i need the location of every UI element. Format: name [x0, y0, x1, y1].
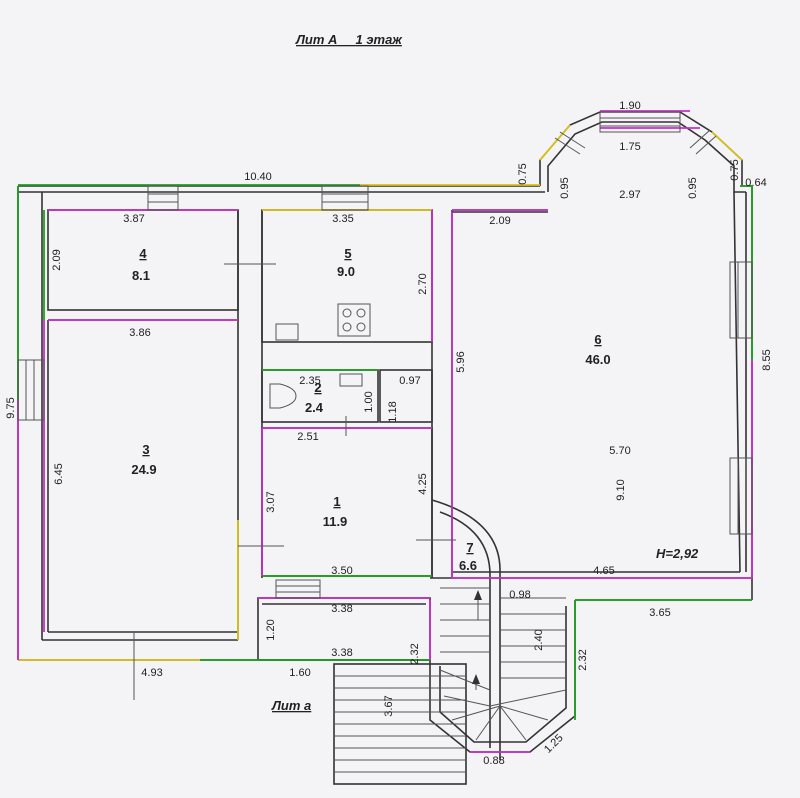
room-6-number: 6 — [594, 332, 601, 347]
dim-label: 1.60 — [289, 667, 310, 679]
dim-label: 3.38 — [331, 603, 352, 615]
dim-label: 2.09 — [489, 215, 510, 227]
dim-label: 0.75 — [729, 159, 741, 180]
stove-icon — [337, 303, 371, 337]
room-7-area: 6.6 — [459, 558, 477, 573]
dim-label: 0.95 — [687, 177, 699, 198]
dim-label: 3.87 — [123, 213, 144, 225]
dim-label: 3.35 — [332, 213, 353, 225]
dim-label: 3.86 — [129, 327, 150, 339]
dim-label: 3.65 — [649, 607, 670, 619]
dim-label: 5.70 — [609, 445, 630, 457]
room-4-number: 4 — [139, 246, 147, 261]
dim-label: 4.65 — [593, 565, 614, 577]
dim-label: 1.18 — [387, 401, 399, 422]
dim-label: 6.45 — [53, 463, 65, 484]
dim-label: 8.55 — [761, 349, 773, 370]
sink-icon — [339, 373, 363, 387]
dim-label: 1.75 — [619, 141, 640, 153]
dim-label: 1.90 — [619, 100, 640, 112]
room-2-area: 2.4 — [305, 400, 324, 415]
dim-label: 2.35 — [299, 375, 320, 387]
kitchen-sink-icon — [275, 323, 299, 341]
dim-label: 2.32 — [409, 643, 421, 664]
dim-label: 0.98 — [509, 589, 530, 601]
ceiling-height-label: H=2,92 — [656, 546, 699, 561]
construction-lines — [17, 110, 753, 753]
room-3-number: 3 — [142, 442, 149, 457]
dim-label: 2.32 — [577, 649, 589, 670]
room-7-number: 7 — [466, 540, 473, 555]
dim-label: 1.25 — [542, 732, 566, 756]
annex-title: Лит а — [271, 698, 311, 713]
dim-label: 2.40 — [533, 629, 545, 650]
dim-label: 10.40 — [244, 171, 272, 183]
dim-label: 3.67 — [383, 695, 395, 716]
dim-label: 2.51 — [297, 431, 318, 443]
dim-label: 2.09 — [51, 249, 63, 270]
room-5-area: 9.0 — [337, 264, 355, 279]
toilet-icon — [269, 383, 297, 409]
dim-label: 3.07 — [265, 491, 277, 512]
stairs — [334, 587, 567, 773]
dim-label: 1.00 — [363, 391, 375, 412]
dim-label: 9.75 — [5, 397, 17, 418]
room-1-area: 11.9 — [323, 514, 348, 529]
dim-label: 0.64 — [745, 177, 766, 189]
dim-label: 0.88 — [483, 755, 504, 767]
room-6-area: 46.0 — [585, 352, 610, 367]
room-3-area: 24.9 — [131, 462, 156, 477]
room-4-area: 8.1 — [132, 268, 150, 283]
windows-doors — [17, 111, 753, 700]
dim-label: 0.75 — [517, 163, 529, 184]
plan-title: Лит А 1 этаж — [295, 32, 403, 47]
dim-label: 2.97 — [619, 189, 640, 201]
dim-label: 2.70 — [417, 273, 429, 294]
dim-label: 9.10 — [615, 479, 627, 500]
fixtures — [269, 303, 371, 409]
dim-label: 4.25 — [417, 473, 429, 494]
dim-label: 0.97 — [399, 375, 420, 387]
dim-label: 5.96 — [455, 351, 467, 372]
dimension-labels: 1.90 1.75 10.40 0.75 0.95 2.97 0.95 0.75… — [5, 100, 773, 767]
dim-label: 3.38 — [331, 647, 352, 659]
dim-label: 0.95 — [559, 177, 571, 198]
room-5-number: 5 — [344, 246, 351, 261]
room-2-number: 2 — [314, 380, 321, 395]
room-1-number: 1 — [333, 494, 340, 509]
dim-label: 3.50 — [331, 565, 352, 577]
dim-label: 1.20 — [265, 619, 277, 640]
dim-label: 4.93 — [141, 667, 162, 679]
